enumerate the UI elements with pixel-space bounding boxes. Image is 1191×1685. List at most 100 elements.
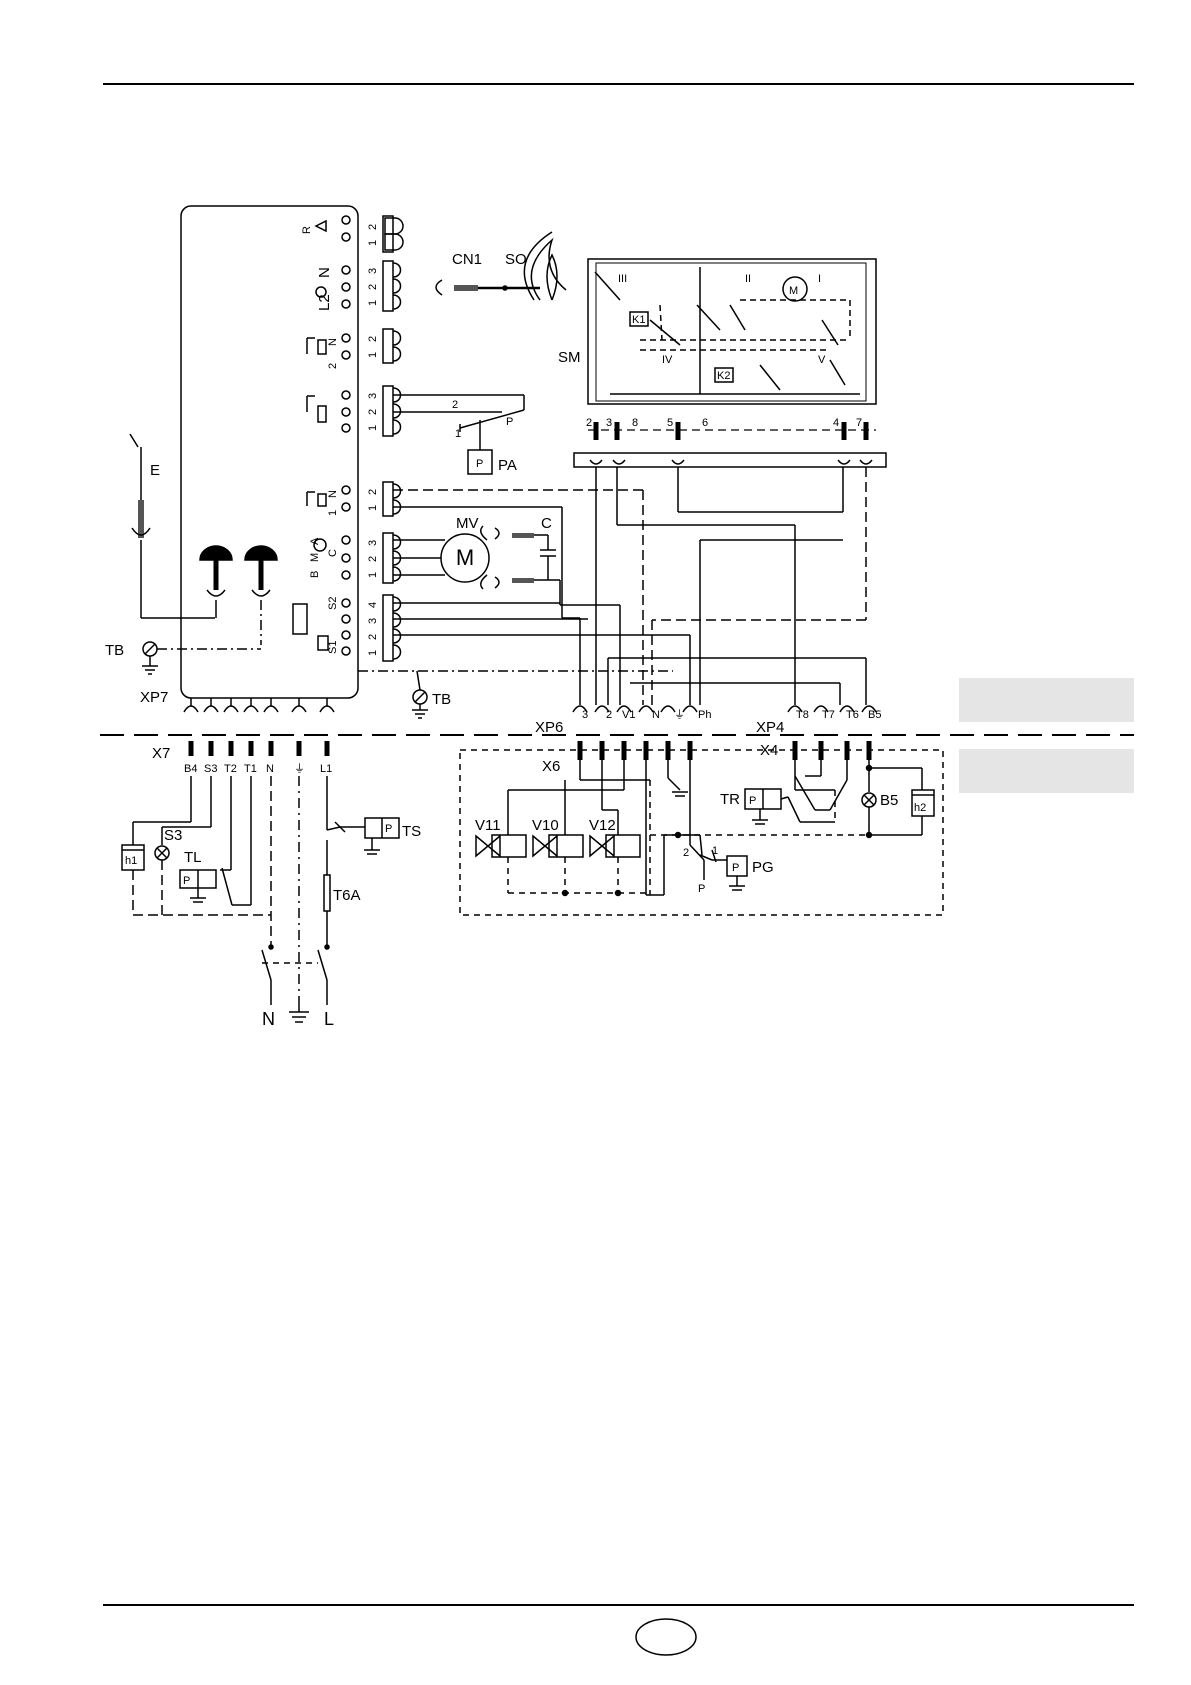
socket-s3 (383, 329, 401, 363)
xp4-pin-label: T7 (822, 709, 835, 721)
label-x4: X4 (760, 742, 778, 759)
sm-pin-label: 7 (856, 417, 862, 429)
xp6-pin-label: N (652, 709, 660, 721)
xp4-pin-label: B5 (868, 709, 881, 721)
panel-symbol-a: A (309, 537, 321, 545)
label-e: E (150, 462, 160, 479)
label-xp7: XP7 (140, 689, 168, 706)
panel-symbol-c: C (327, 549, 339, 557)
mushroom-connectors (200, 546, 277, 645)
label-s3: S3 (164, 827, 182, 844)
socket-s4 (383, 386, 401, 436)
label-sm-switch-5: V (818, 354, 826, 366)
sm-box (588, 259, 876, 404)
label-sm-switch-2: II (745, 273, 751, 285)
x7-pin-label: L1 (320, 763, 332, 775)
label-cn1: CN1 (452, 251, 482, 268)
socket-num: 1 (367, 240, 379, 246)
panel-symbol-l2: L2 (316, 294, 333, 311)
sm-pin-label: 4 (833, 417, 839, 429)
socket-s2 (383, 261, 401, 311)
control-unit (181, 206, 358, 698)
label-b5: B5 (880, 792, 898, 809)
xp6-pin-label: 2 (606, 709, 612, 721)
label-pa: PA (498, 457, 517, 474)
label-x6: X6 (542, 758, 560, 775)
label-v12: V12 (589, 817, 616, 834)
x7-pin-label: T2 (224, 763, 237, 775)
socket-num: 2 (367, 284, 379, 290)
socket-num: 1 (367, 505, 379, 511)
label-pa-pin2: 2 (452, 399, 458, 411)
x7-pin-label: S3 (204, 763, 217, 775)
label-sm: SM (558, 349, 581, 366)
xp6-pin-label: 3 (582, 709, 588, 721)
xp4-pin-label: T6 (846, 709, 859, 721)
label-pg-p: P (732, 862, 739, 874)
xp6-pin-label: V1 (622, 709, 635, 721)
xp6-pin-label: ⏚ (674, 708, 685, 721)
xp6-pin-label: Ph (698, 709, 711, 721)
xp7-plugs (184, 698, 334, 712)
socket-num: 2 (367, 634, 379, 640)
socket-num: 3 (367, 540, 379, 546)
socket-num: 1 (367, 650, 379, 656)
label-tl: TL (184, 849, 202, 866)
socket-num: 2 (367, 409, 379, 415)
socket-num: 4 (367, 602, 379, 608)
label-mains-n: N (262, 1009, 275, 1029)
label-tb-mid: TB (432, 691, 451, 708)
label-mv: MV (456, 515, 479, 532)
label-pa-pin1: 1 (455, 428, 461, 440)
label-so: SO (505, 251, 527, 268)
label-ts: TS (402, 823, 421, 840)
label-tl-p: P (183, 875, 190, 887)
x7-pin-label: T1 (244, 763, 257, 775)
sm-pin-label: 8 (632, 417, 638, 429)
panel-symbol-one: 1 (327, 510, 339, 516)
tb-left-symbol (142, 642, 261, 674)
panel-symbol-b: B (309, 571, 321, 578)
label-mains-l: L (324, 1009, 334, 1029)
sm-pin-label: 6 (702, 417, 708, 429)
label-xp6: XP6 (535, 719, 563, 736)
label-c: C (541, 515, 552, 532)
motor-mv (393, 526, 556, 589)
label-x7: X7 (152, 745, 170, 762)
socket-num: 2 (367, 489, 379, 495)
electrode-e (130, 434, 215, 618)
panel-symbol-r: R (301, 226, 313, 234)
socket-num: 3 (367, 268, 379, 274)
label-pg-common: P (698, 883, 705, 895)
tb-mid-symbol (412, 671, 428, 718)
label-xp4: XP4 (756, 719, 784, 736)
page-number-oval (636, 1619, 696, 1655)
label-tb-left: TB (105, 642, 124, 659)
socket-s7 (383, 595, 401, 661)
xp4-pin-label: T8 (796, 709, 809, 721)
panel-symbol-n2: N (327, 338, 339, 346)
label-ts-p: P (385, 823, 392, 835)
x7-pin-label: B4 (184, 763, 197, 775)
x7-pin-label: N (266, 763, 274, 775)
socket-num: 2 (367, 336, 379, 342)
label-pg-pin1: 1 (712, 845, 718, 857)
panel-terminals (342, 216, 350, 655)
label-pa-box: P (476, 458, 483, 470)
label-h1: h1 (125, 855, 137, 867)
label-t6a: T6A (333, 887, 361, 904)
label-k1: K1 (632, 314, 645, 326)
label-motor-m: M (456, 545, 474, 570)
panel-symbol-two: 2 (327, 363, 339, 369)
cn1-lead (436, 280, 540, 295)
socket-s5 (383, 482, 401, 516)
socket-s1 (383, 216, 403, 252)
socket-num: 1 (367, 352, 379, 358)
flame-so (524, 232, 566, 300)
socket-num: 3 (367, 393, 379, 399)
label-k2: K2 (717, 370, 730, 382)
socket-num: 2 (367, 556, 379, 562)
socket-num: 2 (367, 224, 379, 230)
panel-symbol-m: M (309, 553, 321, 562)
